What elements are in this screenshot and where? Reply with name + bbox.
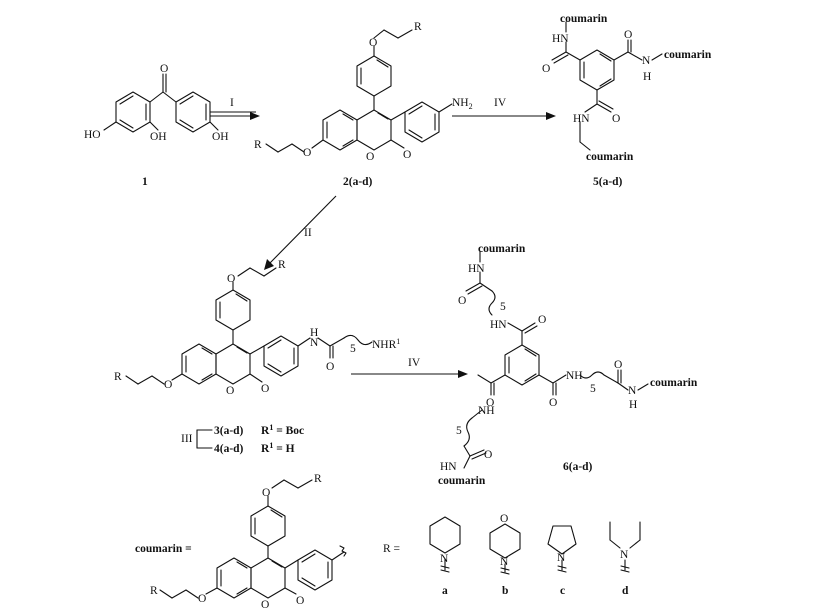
atom-o-3: O xyxy=(549,397,557,409)
r-def-label: R = xyxy=(383,543,400,555)
label-compound-5: 5(a-d) xyxy=(593,176,623,188)
atom-h: H xyxy=(643,71,651,83)
atom-n-3: N xyxy=(557,552,566,564)
compound-3-structure xyxy=(125,267,373,385)
atom-r-2: R xyxy=(114,371,122,383)
coumarin-5-top: coumarin xyxy=(560,13,608,25)
coumarin-6-top: coumarin xyxy=(478,243,526,255)
r-label-b: b xyxy=(502,585,508,597)
atom-n: N xyxy=(310,337,319,349)
atom-o: O xyxy=(160,63,168,75)
atom-h: H xyxy=(629,399,637,411)
r1-boc: R1 = Boc xyxy=(261,423,304,437)
r-label-c: c xyxy=(560,585,565,597)
atom-o-ether: O xyxy=(164,379,172,391)
atom-ho: HO xyxy=(84,129,101,141)
atom-o: O xyxy=(458,295,466,307)
atom-o-5: O xyxy=(486,397,494,409)
atom-h: H xyxy=(310,327,318,339)
coumarin-def-structure xyxy=(159,479,347,599)
label-compound-1: 1 xyxy=(142,176,148,188)
atom-hn-2: HN xyxy=(573,113,590,125)
atom-oh-2: OH xyxy=(212,131,229,143)
label-five-right: 5 xyxy=(590,383,596,395)
label-compound-2: 2(a-d) xyxy=(343,176,373,188)
atom-nhr: NHR1 xyxy=(372,337,400,351)
coumarin-5-right: coumarin xyxy=(664,49,712,61)
atom-r-2: R xyxy=(254,139,262,151)
atom-hn-3: HN xyxy=(440,461,457,473)
step-iv-bottom: IV xyxy=(408,357,421,369)
atom-oh: OH xyxy=(150,131,167,143)
atom-o-carbonyl-2: O xyxy=(261,383,269,395)
atom-nh-2: NH xyxy=(478,405,495,417)
r-group-a-piperidine xyxy=(429,516,461,573)
label-five-left: 5 xyxy=(456,425,462,437)
atom-o-carbonyl: O xyxy=(403,149,411,161)
r-label-d: d xyxy=(622,585,629,597)
atom-o-2: O xyxy=(624,29,632,41)
coumarin-def-label: coumarin = xyxy=(135,543,192,555)
compound-6-structure xyxy=(463,251,649,469)
coumarin-5-bottom: coumarin xyxy=(586,151,634,163)
atom-n: N xyxy=(628,385,637,397)
compound-1-structure xyxy=(103,73,219,133)
atom-hn-2: HN xyxy=(490,319,507,331)
atom-hn: HN xyxy=(552,33,569,45)
coumarin-6-right: coumarin xyxy=(650,377,698,389)
step-iii: III xyxy=(181,433,193,445)
atom-o-ring: O xyxy=(261,599,269,610)
atom-n-2: N xyxy=(500,556,509,568)
atom-r-2: R xyxy=(150,585,158,597)
atom-o: O xyxy=(227,273,235,285)
atom-o: O xyxy=(369,37,377,49)
atom-nh: NH xyxy=(566,370,583,382)
label-compound-4: 4(a-d) xyxy=(214,443,244,455)
step-i: I xyxy=(230,97,234,109)
step-iv-top: IV xyxy=(494,97,507,109)
r-label-a: a xyxy=(442,585,448,597)
atom-n: N xyxy=(440,553,449,565)
atom-nh2: NH2 xyxy=(452,97,473,111)
atom-o-ether: O xyxy=(198,593,206,605)
label-five-top: 5 xyxy=(500,301,506,313)
r-group-d-diethylamino xyxy=(609,521,641,573)
atom-r: R xyxy=(278,259,286,271)
atom-o: O xyxy=(500,513,508,525)
atom-o-carbonyl: O xyxy=(326,361,334,373)
coumarin-6-bottom: coumarin xyxy=(438,475,486,487)
atom-o-ring: O xyxy=(226,385,234,397)
atom-o-carbonyl: O xyxy=(296,595,304,607)
atom-o: O xyxy=(262,487,270,499)
r-group-b-morpholine xyxy=(489,523,521,575)
label-five: 5 xyxy=(350,343,356,355)
atom-o-6: O xyxy=(484,449,492,461)
atom-o-ether: O xyxy=(303,147,311,159)
atom-o-2: O xyxy=(538,314,546,326)
atom-o-3: O xyxy=(612,113,620,125)
label-compound-3: 3(a-d) xyxy=(214,425,244,437)
atom-n-4: N xyxy=(620,549,629,561)
atom-r: R xyxy=(314,473,322,485)
atom-o-4: O xyxy=(614,359,622,371)
atom-o-ring: O xyxy=(366,151,374,163)
r-group-c-pyrrolidine xyxy=(547,525,577,573)
atom-n: N xyxy=(642,55,651,67)
label-compound-6: 6(a-d) xyxy=(563,461,593,473)
atom-hn: HN xyxy=(468,263,485,275)
atom-r: R xyxy=(414,21,422,33)
r1-h: R1 = H xyxy=(261,441,295,455)
step-ii: II xyxy=(304,227,312,239)
compound-2-structure xyxy=(265,29,453,153)
atom-o: O xyxy=(542,63,550,75)
compound-5-structure xyxy=(551,21,663,151)
